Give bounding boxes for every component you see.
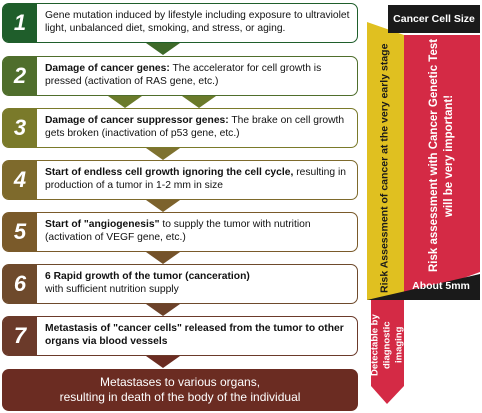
final-outcome-box: Metastases to various organs, resulting … <box>2 369 358 411</box>
down-arrow <box>146 252 180 264</box>
step-text: Damage of cancer genes: The accelerator … <box>45 63 322 87</box>
down-arrow <box>146 200 180 212</box>
step-5-box: 5 Start of "angiogenesis" to supply the … <box>2 212 358 252</box>
step-text: Metastasis of "cancer cells" released fr… <box>45 323 344 347</box>
step-text: Gene mutation induced by lifestyle inclu… <box>45 10 350 34</box>
step-number: 1 <box>3 4 37 42</box>
step-2-box: 2 Damage of cancer genes: The accelerato… <box>2 56 358 96</box>
about-5mm-label: About 5mm <box>412 280 470 292</box>
step-number: 5 <box>3 213 37 251</box>
step-6-box: 6 6 Rapid growth of the tumor (cancerati… <box>2 264 358 304</box>
final-line-2: resulting in death of the body of the in… <box>59 390 301 404</box>
risk-early-label: Risk Assessment of cancer at the very ea… <box>378 43 391 293</box>
down-arrow <box>146 304 180 316</box>
final-line-1: Metastases to various organs, <box>99 375 261 389</box>
risk-genetic-label: Risk assessment with Cancer Genetic Test… <box>428 38 455 273</box>
step-7-box: 7 Metastasis of "cancer cells" released … <box>2 316 358 356</box>
step-number: 6 <box>3 265 37 303</box>
down-arrow <box>146 356 180 368</box>
step-number: 2 <box>3 57 37 95</box>
step-number: 4 <box>3 161 37 199</box>
step-text: 6 Rapid growth of the tumor (canceration… <box>45 271 250 295</box>
step-number: 7 <box>3 317 37 355</box>
down-arrow <box>146 148 180 160</box>
down-arrow <box>146 43 180 55</box>
cancer-cell-size-label: Cancer Cell Size <box>393 13 475 25</box>
step-4-box: 4 Start of endless cell growth ignoring … <box>2 160 358 200</box>
step-text: Start of endless cell growth ignoring th… <box>45 167 346 191</box>
step-3-box: 3 Damage of cancer suppressor genes: The… <box>2 108 358 148</box>
step-text: Damage of cancer suppressor genes: The b… <box>45 115 345 139</box>
step-1-box: 1 Gene mutation induced by lifestyle inc… <box>2 3 358 43</box>
down-arrow <box>182 96 216 108</box>
step-number: 3 <box>3 109 37 147</box>
detectable-label: Detectable by diagnostic imaging <box>369 314 405 376</box>
down-arrow <box>108 96 142 108</box>
step-text: Start of "angiogenesis" to supply the tu… <box>45 219 311 243</box>
